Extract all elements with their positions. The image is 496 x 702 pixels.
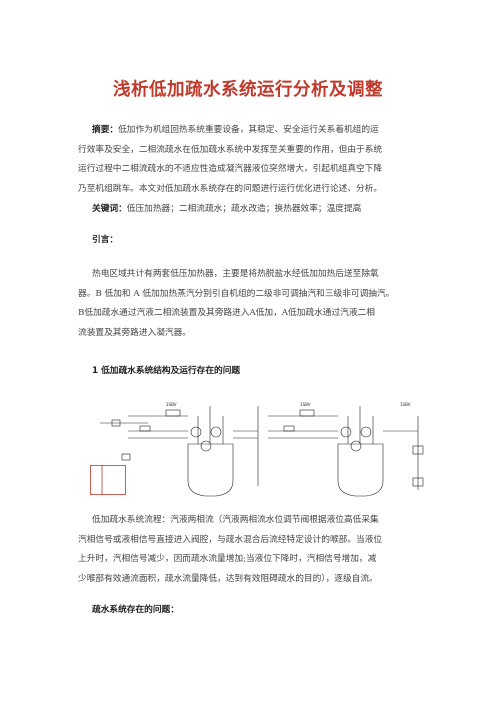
left-pump-1 <box>190 426 202 438</box>
diagram-label-3: 1SBV <box>400 402 411 407</box>
right-pump-3 <box>350 440 362 452</box>
left-pump-2 <box>210 426 222 438</box>
abstract-line-1: 摘要：低加作为机组回热系统重要设备，其稳定、安全运行关系着机组的运 <box>78 121 438 141</box>
drain-system-diagram: 1SBV 1SBV 1SBV <box>100 402 424 497</box>
intro-label: 引言： <box>92 235 119 245</box>
intro-line-1: 热电区域共计有两套低压加热器，主要是将热脱盐水经低加加热后送至除氧 <box>92 269 379 279</box>
problems-heading: 疏水系统存在的问题： <box>92 605 179 615</box>
abstract-line-2: 行效率及安全，二相流疏水在低加疏水系统中发挥至关重要的作用，但由于系统 <box>78 144 383 155</box>
intro-paragraph: 热电区域共计有两套低压加热器，主要是将热脱盐水经低加加热后送至除氧 器。B 低加… <box>78 265 438 343</box>
flow-paragraph: 低加疏水系统流程：汽液两相流（汽液两相流水位调节阀根据液位高低采集 汽相信号或液… <box>78 511 438 589</box>
abstract-line-4: 乃至机组跳车。本文对低加疏水系统存在的问题进行运行优化进行论述、分析。 <box>78 183 383 194</box>
abstract-label: 摘要： <box>92 125 119 135</box>
left-pump-3 <box>200 440 212 452</box>
abstract-line-3: 运行过程中二相流疏水的不适应性造成凝汽器液位突然增大，引起机组真空下降 <box>78 164 383 174</box>
left-heater-vessel <box>187 443 234 497</box>
flow-line-3: 上升时，汽相信号减少，因而疏水流量增加;当液位下降时，汽相信号增加，减 <box>78 554 377 564</box>
intro-line-3: B低加疏水通过汽液二相流装置及其旁路进入A低加，A低加疏水通过汽液二相 <box>78 308 375 318</box>
keywords-label: 关键词： <box>92 204 127 214</box>
intro-line-2: 器。B 低加和 A 低加加热蒸汽分别引自机组的二级非可调抽汽和三级非可调抽汽。 <box>78 288 395 299</box>
diagram-label-1: 1SBV <box>166 402 177 407</box>
right-heater-vessel <box>337 443 384 497</box>
right-pump-1 <box>340 426 352 438</box>
right-pump-2 <box>360 426 372 438</box>
abstract-paragraph: 摘要：低加作为机组回热系统重要设备，其稳定、安全运行关系着机组的运 行效率及安全… <box>78 121 438 199</box>
intro-line-4: 流装置及其旁路进入凝汽器。 <box>78 327 191 338</box>
flow-line-2: 汽相信号或液相信号直接进入阀腔，与疏水混合后流经特定设计的喉部。当液位 <box>78 534 383 545</box>
keywords-text: 低压加热器；二相流疏水；疏水改造；换热器效率；温度提高 <box>126 204 362 214</box>
flow-line-4: 少喉部有效通流面积，疏水流量降低，达到有效阻碍疏水的目的），逐级自流。 <box>78 573 378 584</box>
flow-line-1: 低加疏水系统流程：汽液两相流（汽液两相流水位调节阀根据液位高低采集 <box>92 515 379 525</box>
section-1-heading: 1 低加疏水系统结构及运行存在的问题 <box>92 366 241 376</box>
diagram-label-2: 1SBV <box>300 402 311 407</box>
red-frame-graphic <box>90 465 126 495</box>
keywords-paragraph: 关键词：低压加热器；二相流疏水；疏水改造；换热器效率；温度提高 <box>92 200 452 220</box>
document-title: 浅析低加疏水系统运行分析及调整 <box>113 80 383 100</box>
abstract-text-1: 低加作为机组回热系统重要设备，其稳定、安全运行关系着机组的运 <box>118 125 379 135</box>
